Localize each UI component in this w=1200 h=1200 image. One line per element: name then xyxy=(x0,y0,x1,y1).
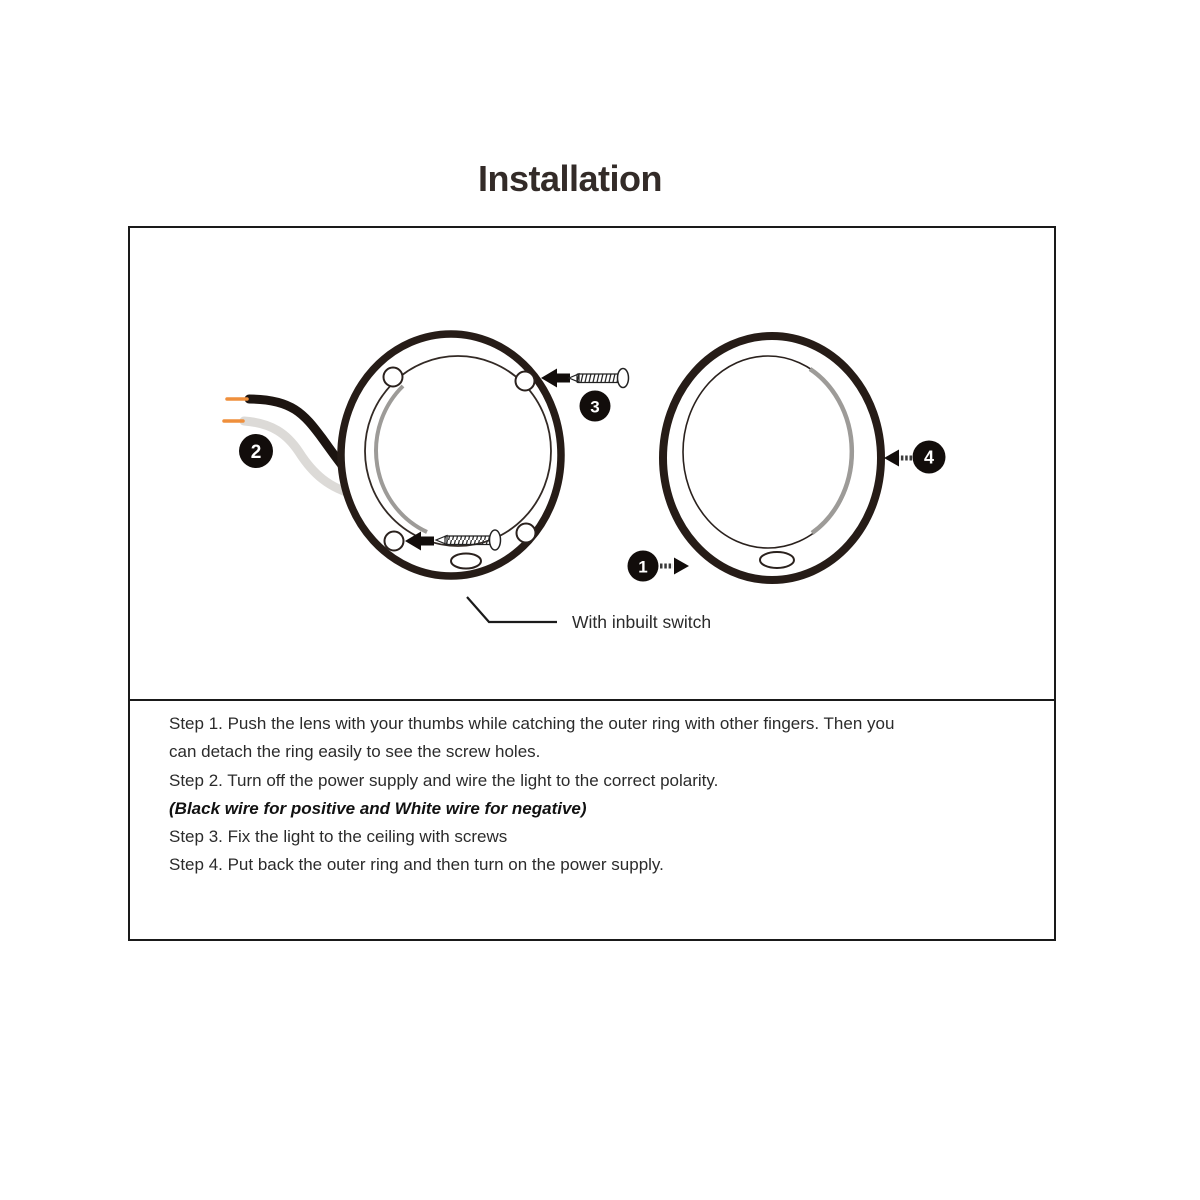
arrow-left-icon xyxy=(541,368,570,388)
diagram-area: 2 3 1 4 xyxy=(130,228,1054,699)
assembled-fixture xyxy=(659,332,885,584)
badge-circle xyxy=(239,434,273,468)
badge-number: 1 xyxy=(638,558,647,577)
badge-number: 3 xyxy=(590,398,599,417)
screw-hole-top-right xyxy=(514,370,536,392)
face-plate-edge xyxy=(364,355,552,547)
step-badge-2: 2 xyxy=(239,434,273,468)
installation-diagram: 2 3 1 4 xyxy=(222,330,946,632)
step-2: Step 2. Turn off the power supply and wi… xyxy=(169,770,719,790)
step-1-line-1: Step 1. Push the lens with your thumbs w… xyxy=(169,714,895,733)
screw-shaft xyxy=(444,535,491,546)
step-badge-1: 1 xyxy=(627,550,689,582)
reflector-shade-arc xyxy=(374,384,428,534)
arrow-left-icon xyxy=(884,449,899,467)
page-title: Installation xyxy=(477,158,663,199)
open-fixture xyxy=(222,330,565,580)
screw-icon xyxy=(405,529,502,551)
step-3: Step 3. Fix the light to the ceiling wit… xyxy=(169,827,508,847)
screw-shaft xyxy=(576,373,619,384)
screw-head xyxy=(616,367,630,389)
switch-button xyxy=(759,551,795,569)
badge-number: 4 xyxy=(924,448,934,468)
instructions: Step 1. Push the lens with your thumbs w… xyxy=(130,699,1054,880)
step-badge-4: 4 xyxy=(884,440,946,474)
diagram-frame: 2 3 1 4 xyxy=(128,226,1056,941)
step-4: Step 4. Put back the outer ring and then… xyxy=(169,855,664,875)
badge-circle xyxy=(627,550,659,582)
badge-circle xyxy=(912,440,946,474)
switch-opening xyxy=(450,552,482,570)
arrow-right-icon xyxy=(674,557,689,575)
badge-number: 2 xyxy=(251,442,262,463)
step-1-line-2: can detach the ring easily to see the sc… xyxy=(169,742,541,762)
step-badge-3: 3 xyxy=(579,390,611,422)
screw-hole-bottom-left xyxy=(383,530,405,552)
callout-leader-line xyxy=(466,596,557,624)
lens-shade-arc xyxy=(808,367,855,535)
callout-label: With inbuilt switch xyxy=(572,612,711,632)
screw-head xyxy=(488,529,502,551)
arrow-left-icon xyxy=(405,531,434,551)
wiring-polarity-note: (Black wire for positive and White wire … xyxy=(169,798,587,818)
screw-hole-bottom-right xyxy=(515,522,537,544)
screw-hole-top-left xyxy=(382,366,404,388)
badge-circle xyxy=(579,390,611,422)
screw-icon xyxy=(541,367,630,389)
white-wire xyxy=(239,416,361,500)
